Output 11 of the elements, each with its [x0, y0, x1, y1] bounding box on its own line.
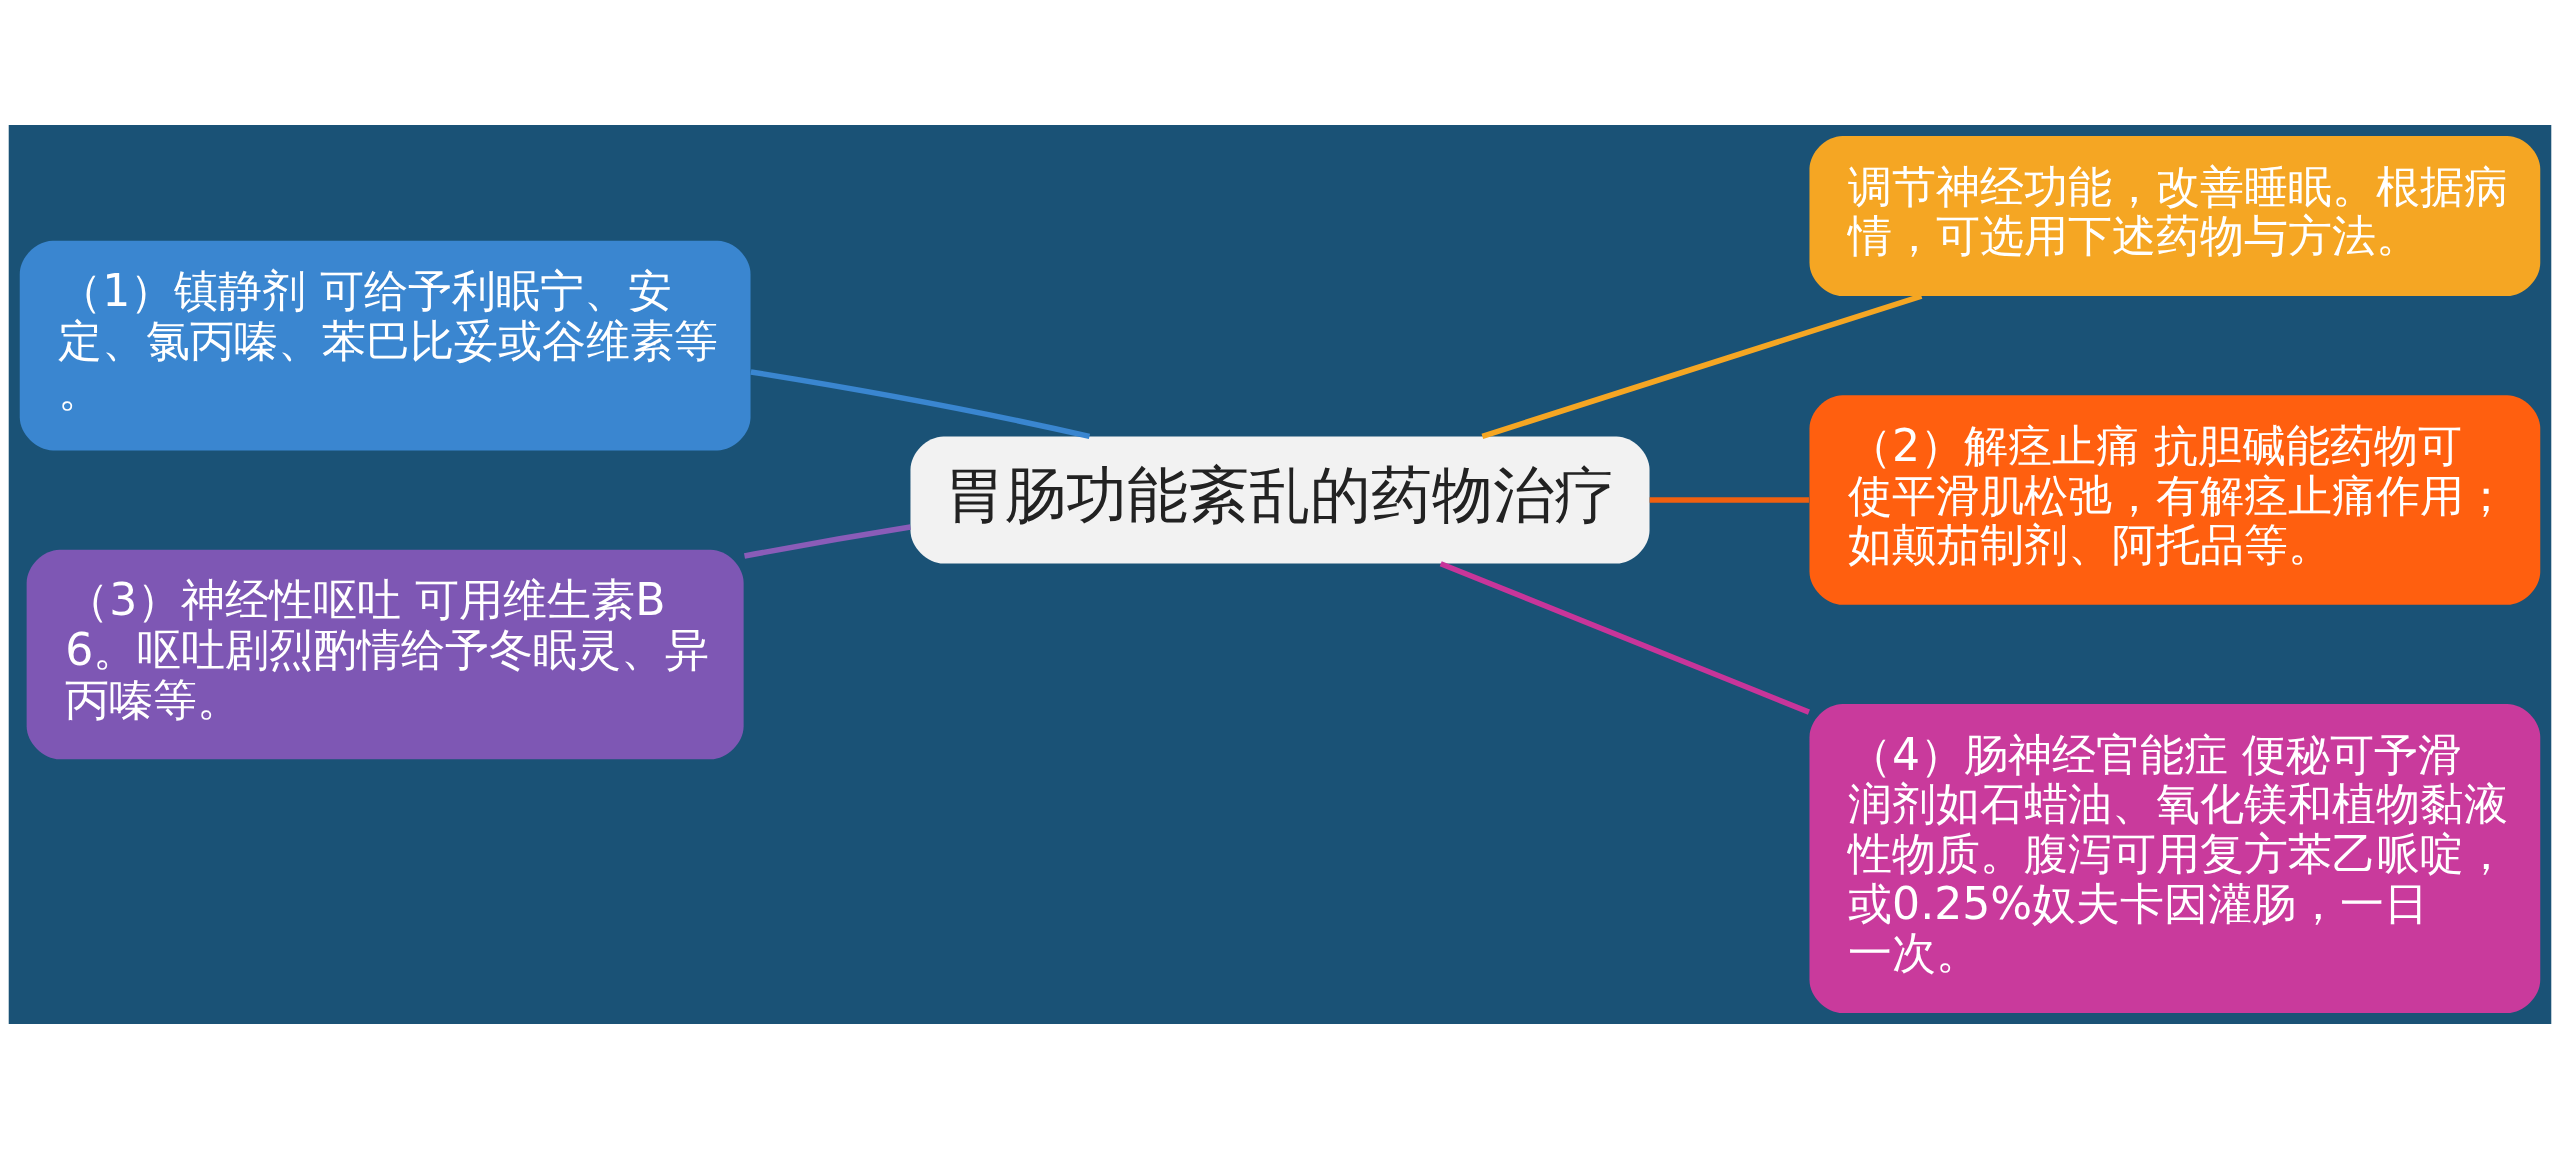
node-box: （1）镇静剂 可给予利眠宁、安定、氯丙嗪、苯巴比妥或谷维素等。 — [19, 240, 751, 451]
node-box: 调节神经功能，改善睡眠。根据病情，可选用下述药物与方法。 — [1809, 136, 2541, 296]
connector — [1439, 561, 1810, 715]
connector — [1481, 293, 1923, 439]
node-box: （2）解痉止痛 抗胆碱能药物可使平滑肌松弛，有解痉止痛作用；如颠茄制剂、阿托品等。 — [1809, 395, 2541, 605]
node-box: 胃肠功能紊乱的药物治疗 — [910, 436, 1650, 564]
connector — [743, 524, 911, 559]
connector — [1649, 497, 1809, 503]
node-box: （3）神经性呕吐 可用维生素B6。呕吐剧烈酌情给予冬眠灵、异丙嗪等。 — [26, 549, 744, 760]
node-box: （4）肠神经官能症 便秘可予滑润剂如石蜡油、氧化镁和植物黏液性物质。腹泻可用复方苯乙哌啶，或0.25%奴夫卡因灌肠，一日一次。 — [1809, 704, 2541, 1013]
connector — [750, 369, 1091, 440]
